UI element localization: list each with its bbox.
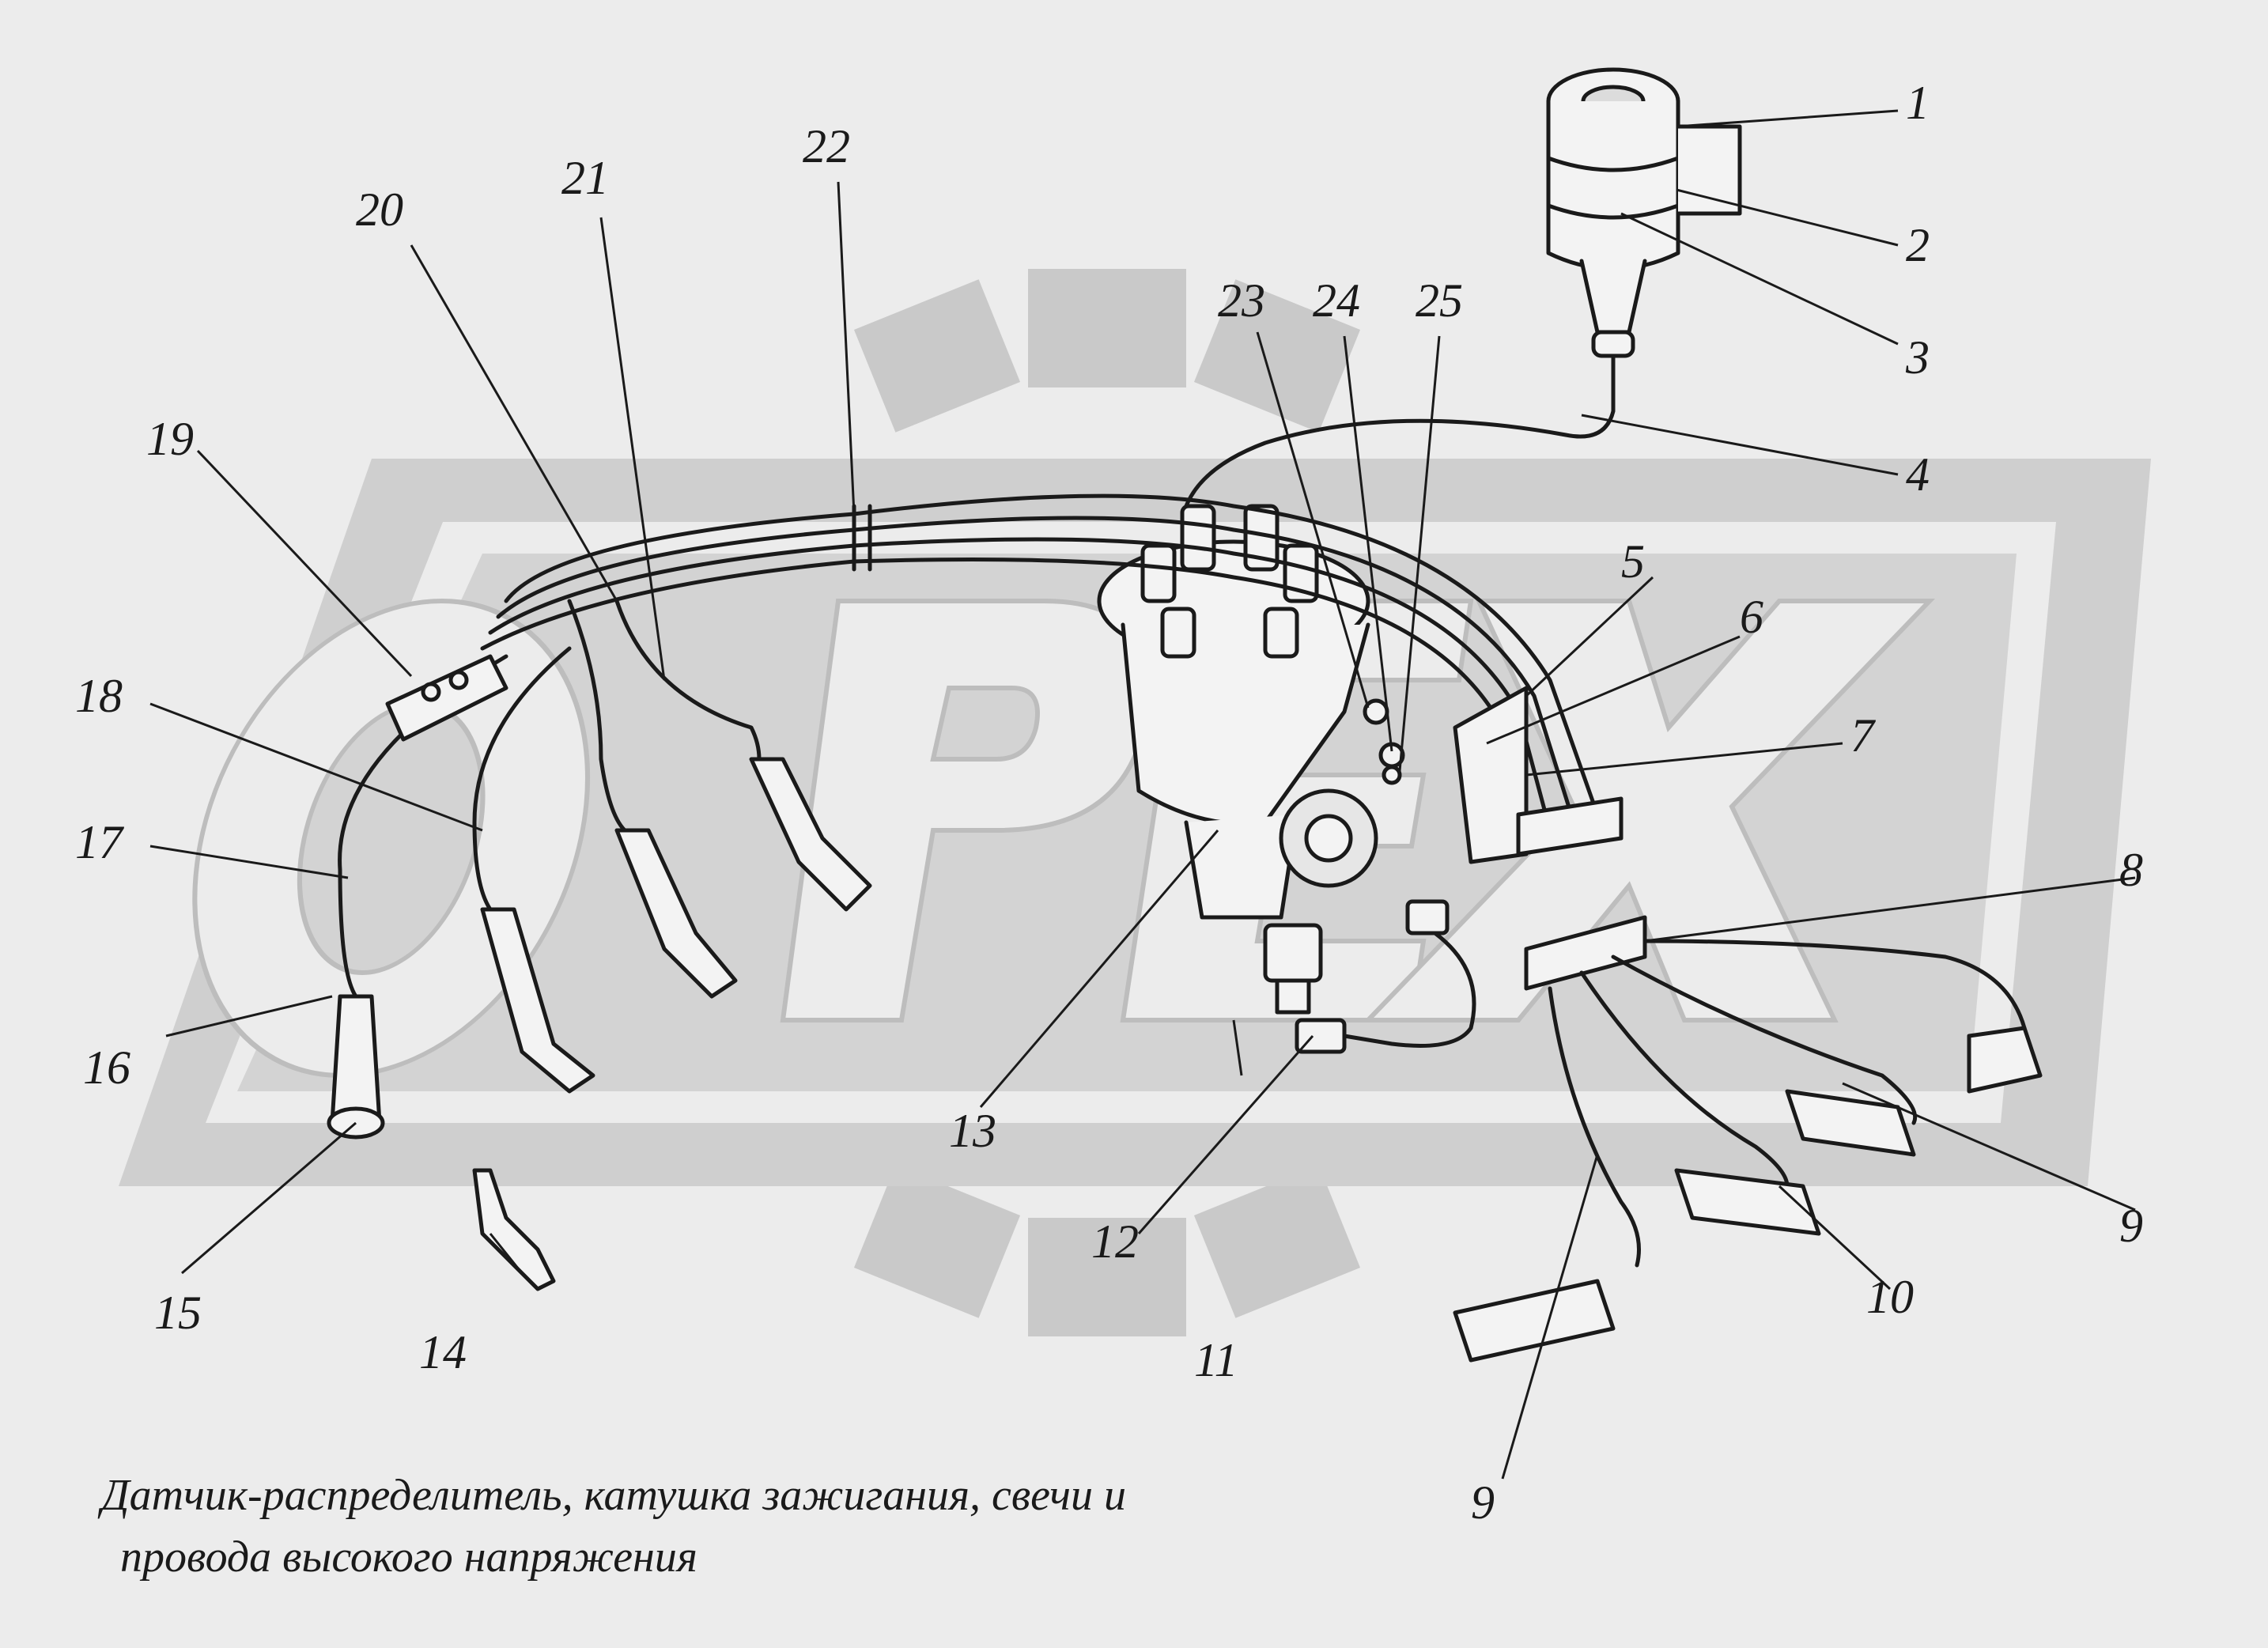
hardware-23-25 [1363,698,1405,785]
callout-18: 18 [75,670,123,722]
callout-8: 8 [2119,844,2143,896]
ht-wire-10 [1579,970,1790,1189]
spark-plug-14 [472,1168,556,1291]
callout-12: 12 [1091,1215,1139,1268]
callout-15: 15 [154,1287,202,1339]
plug-caps-right [1453,1026,2043,1363]
caption-line-1: Датчик-распределитель, катушка зажигания… [101,1471,1127,1520]
callout-16: 16 [83,1041,130,1094]
callout-24: 24 [1313,274,1360,327]
callout-7: 7 [1850,709,1877,762]
bracket-holder [1453,686,1647,991]
callout-6: 6 [1740,591,1763,643]
wire-clamp-19 [385,654,508,742]
callout-5: 5 [1621,535,1645,588]
callout-9-bottom: 9 [1471,1476,1495,1529]
callout-22: 22 [803,120,850,172]
ignition-parts [327,67,2043,1363]
ignition-coil [1546,67,1742,358]
callout-4: 4 [1906,448,1930,501]
callout-3: 3 [1905,331,1930,384]
callout-1: 1 [1906,77,1930,129]
callout-10: 10 [1866,1271,1914,1323]
ht-wire-9 [1611,954,1918,1125]
ht-wire-20 [567,599,627,833]
callout-23: 23 [1218,274,1265,327]
bolt-upper [1405,899,1450,936]
callout-13: 13 [949,1105,996,1157]
caption-line-2: провода высокого напряжения [120,1533,697,1582]
callout-20: 20 [356,183,403,236]
ht-wire-9b [1548,986,1641,1268]
tube-11 [1342,923,1476,1048]
ht-wire-21 [614,599,762,762]
figure-caption: Датчик-распределитель, катушка зажигания… [101,1465,1126,1588]
plug-caps-left [327,757,872,1140]
callout-14: 14 [419,1326,467,1378]
ht-wire-8 [1642,939,2027,1030]
bolt-12 [1295,1018,1347,1054]
ht-wire-bundle [480,493,1600,841]
leader-lines [149,109,2136,1480]
callout-11: 11 [1194,1334,1238,1386]
callout-17: 17 [75,816,125,868]
ht-wire-18 [472,646,572,912]
coil-lead-wire [1184,353,1616,508]
callout-21: 21 [561,152,609,204]
callout-9: 9 [2119,1200,2143,1252]
callout-labels: 1 2 3 4 5 6 7 8 9 10 11 12 13 14 15 16 1… [75,77,2143,1529]
callout-2: 2 [1906,219,1930,271]
callout-25: 25 [1416,274,1463,327]
callout-19: 19 [146,413,194,465]
